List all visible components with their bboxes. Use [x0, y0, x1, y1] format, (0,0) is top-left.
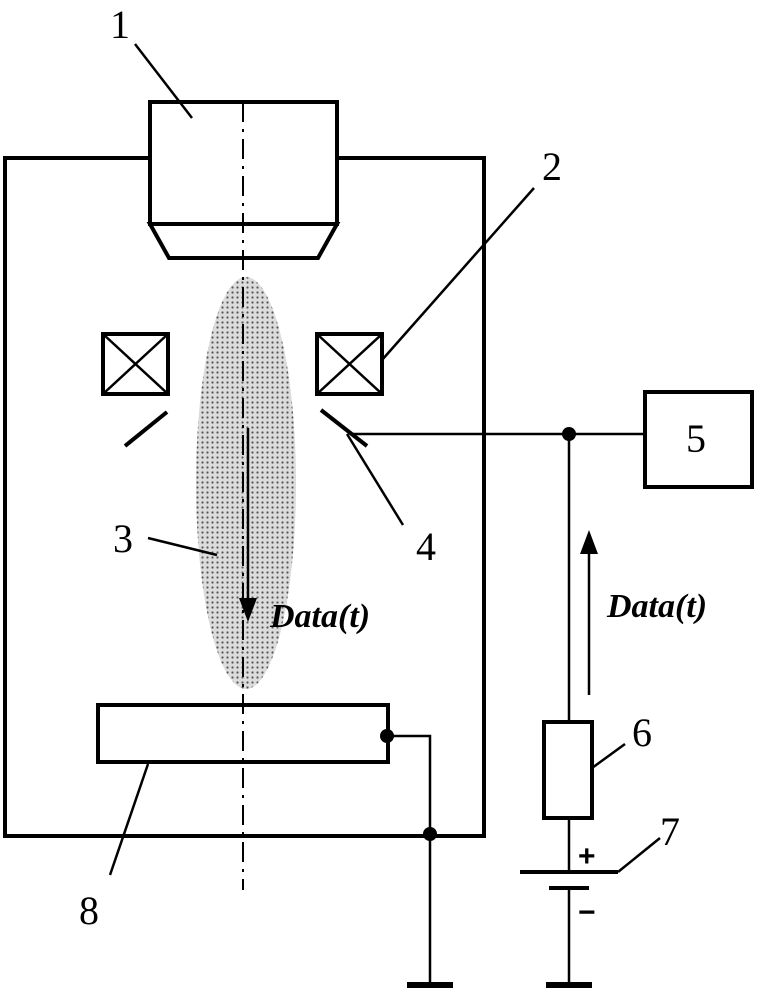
label-8: 8 — [79, 888, 99, 933]
leader-line-4 — [345, 433, 405, 526]
beam-arrow-head — [239, 598, 257, 622]
circuit-signal-label: Data(t) — [606, 588, 707, 625]
label-2: 2 — [542, 144, 562, 189]
label-3: 3 — [113, 516, 133, 561]
battery-plus-sign: + — [578, 840, 596, 873]
leader-line-3 — [147, 536, 218, 557]
measurement-unit — [643, 390, 754, 489]
focusing-coil-left — [101, 332, 170, 396]
leader-line-7 — [617, 837, 661, 873]
electrode-left — [123, 410, 169, 448]
focusing-coil-right — [315, 332, 384, 396]
circuit-arrow-head — [580, 530, 598, 554]
electrode-right — [319, 408, 369, 448]
label-5: 5 — [686, 416, 706, 461]
junction-dot-signal — [562, 427, 576, 441]
leader-line-8 — [108, 763, 150, 876]
leader-line-2 — [381, 187, 535, 361]
junction-dot-substrate — [380, 729, 394, 743]
label-4: 4 — [416, 524, 436, 569]
label-7: 7 — [660, 809, 680, 854]
label-1: 1 — [110, 2, 130, 47]
leader-line-6 — [591, 742, 626, 770]
substrate-ground-wire — [388, 734, 432, 985]
junction-dot-chamber — [423, 827, 437, 841]
battery-minus-sign: − — [578, 896, 596, 929]
beam-plume — [196, 277, 296, 689]
resistor — [542, 720, 594, 820]
beam-signal-label: Data(t) — [269, 598, 370, 635]
leader-line-1 — [134, 43, 193, 119]
label-6: 6 — [632, 710, 652, 755]
